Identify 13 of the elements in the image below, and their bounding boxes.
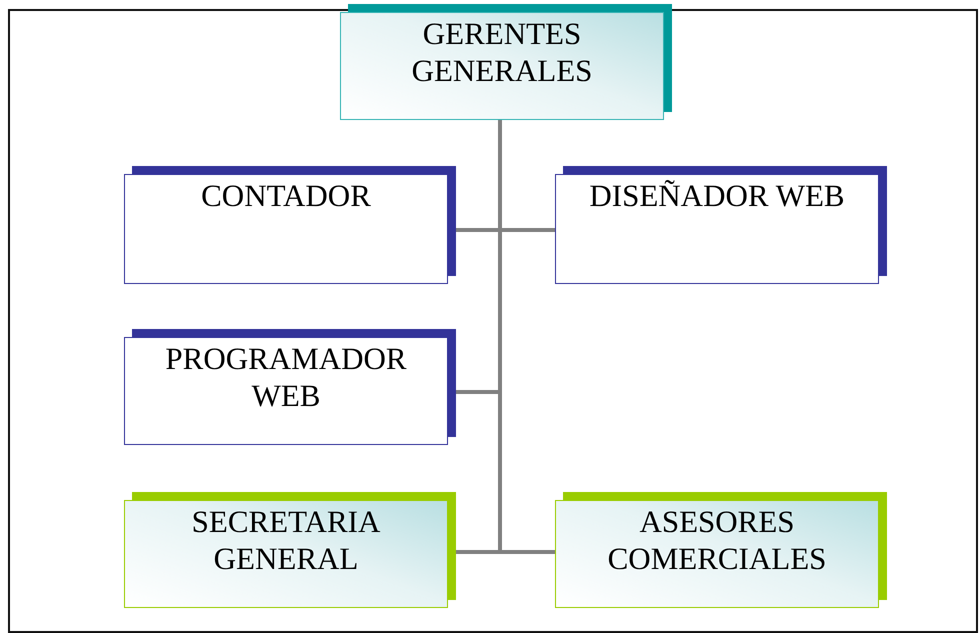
role-label: SECRETARIA GENERAL <box>190 503 382 577</box>
role-label: PROGRAMADOR WEB <box>164 340 408 414</box>
role-label: GERENTES GENERALES <box>410 15 594 89</box>
org-box <box>555 492 887 608</box>
org-box <box>124 329 456 445</box>
org-box <box>555 166 887 284</box>
org-box <box>124 166 456 284</box>
role-label: DISEÑADOR WEB <box>589 177 845 214</box>
role-label: CONTADOR <box>201 177 371 214</box>
connector-line <box>498 120 555 554</box>
org-box <box>340 4 672 120</box>
role-label: ASESORES COMERCIALES <box>606 503 828 577</box>
org-box <box>124 492 456 608</box>
